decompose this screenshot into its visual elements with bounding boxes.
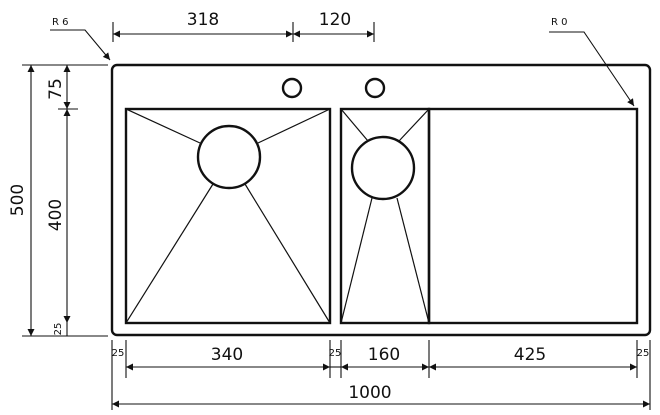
dimension-label-25-mid: 25 <box>329 348 342 359</box>
right-bowl-slope-line <box>396 197 430 324</box>
left-bowl-slope-line <box>257 108 331 144</box>
dimension-label-25-right: 25 <box>637 348 650 359</box>
dimension-label-160: 160 <box>368 345 400 365</box>
tap-hole-right <box>364 77 386 99</box>
radius-leader-r6 <box>50 29 111 61</box>
right-bowl-drain <box>350 135 416 201</box>
dimension-label-75: 75 <box>46 78 66 100</box>
right-bowl-slope-line <box>398 108 430 142</box>
tap-hole-left <box>281 77 303 99</box>
radius-leader-r0 <box>549 31 635 107</box>
dimension-label-1000: 1000 <box>348 383 391 403</box>
dimension-label-25-left: 25 <box>112 348 125 359</box>
radius-label-r6: R 6 <box>52 17 69 28</box>
dimension-label-340: 340 <box>211 345 243 365</box>
dimension-label-318: 318 <box>187 10 219 30</box>
dimension-label-120: 120 <box>319 10 351 30</box>
dimension-label-500: 500 <box>8 184 28 216</box>
sink-outline <box>110 63 652 337</box>
right-bowl-slope-line <box>340 197 373 324</box>
radius-label-r0: R 0 <box>551 17 568 28</box>
dimension-label-425: 425 <box>514 345 546 365</box>
left-bowl <box>124 107 332 325</box>
left-bowl-slope-line <box>244 183 331 324</box>
right-bowl <box>339 107 431 325</box>
dimension-label-400: 400 <box>46 199 66 231</box>
left-bowl-drain <box>196 124 262 190</box>
drainer-area <box>427 107 639 325</box>
left-bowl-slope-line <box>125 108 201 144</box>
left-bowl-slope-line <box>125 183 214 324</box>
right-bowl-slope-line <box>340 108 369 142</box>
dimension-label-25-side: 25 <box>53 323 64 336</box>
